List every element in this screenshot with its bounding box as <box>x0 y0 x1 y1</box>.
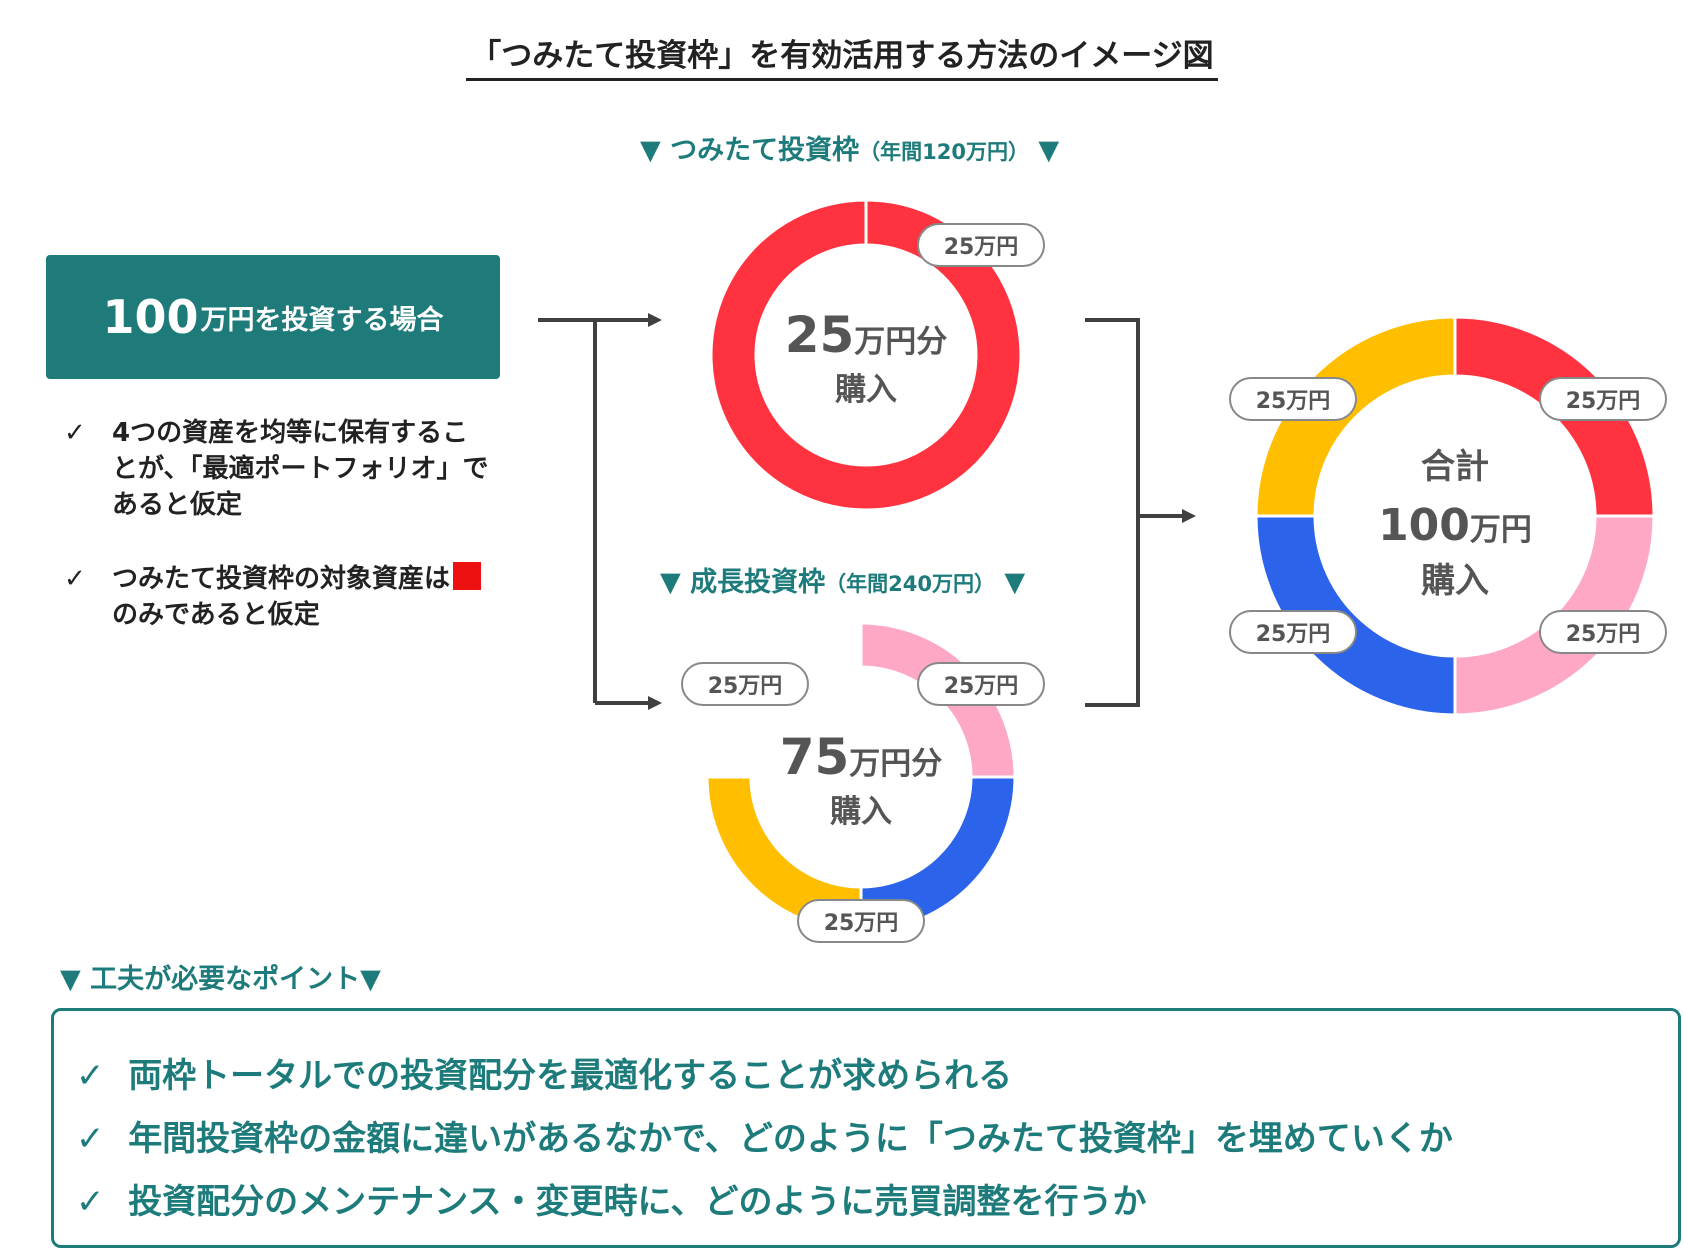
growth-segment-yellow <box>705 775 863 933</box>
arrowhead-icon <box>648 696 662 710</box>
assumption-text: つみたて投資枠の対象資産はのみであると仮定 <box>112 561 492 633</box>
check-icon: ✓ <box>76 1056 105 1096</box>
point-2: ✓ 年間投資枠の金額に違いがあるなかで、どのように「つみたて投資枠」を埋めていく… <box>76 1119 1453 1159</box>
check-icon: ✓ <box>64 564 86 594</box>
investment-amount: 100 <box>102 290 199 344</box>
growth-center-amount: 75万円分 <box>780 728 943 786</box>
total-center-amount: 100万円 <box>1378 500 1532 551</box>
svg-text:25万円: 25万円 <box>1256 622 1331 647</box>
svg-text:25万円: 25万円 <box>824 911 899 936</box>
donut-tsumitate <box>709 198 1023 512</box>
red-square-marker <box>453 562 482 590</box>
investment-label: 万円を投資する場合 <box>200 304 444 336</box>
donut-growth <box>705 621 1017 933</box>
points-header: ▼ 工夫が必要なポイント▼ <box>60 964 381 995</box>
check-icon: ✓ <box>64 418 86 448</box>
total-center-label: 購入 <box>1421 561 1489 601</box>
point-3: ✓ 投資配分のメンテナンス・変更時に、どのように売買調整を行うか <box>76 1182 1147 1222</box>
point-1: ✓ 両枠トータルでの投資配分を最適化することが求められる <box>76 1056 1013 1096</box>
pill-total-red: 25万円 <box>1539 377 1667 421</box>
svg-text:25万円: 25万円 <box>1566 622 1641 647</box>
connector-lines <box>538 318 1182 707</box>
merge-bracket <box>1085 318 1140 707</box>
tsumitate-center-amount: 25万円分 <box>785 306 948 364</box>
svg-text:25万円: 25万円 <box>1566 389 1641 414</box>
growth-header: ▼ 成長投資枠（年間240万円） ▼ <box>660 567 1026 598</box>
total-segment-yellow <box>1254 315 1457 518</box>
svg-text:25万円: 25万円 <box>708 674 783 699</box>
svg-text:25万円: 25万円 <box>944 235 1019 260</box>
arrowhead-icon <box>1182 509 1196 523</box>
growth-center-label: 購入 <box>830 794 892 830</box>
diagram-title: 「つみたて投資枠」を有効活用する方法のイメージ図 <box>0 30 1684 81</box>
tsumitate-segment-red <box>709 198 1023 512</box>
points-box: ✓ 両枠トータルでの投資配分を最適化することが求められる ✓ 年間投資枠の金額に… <box>51 1008 1681 1248</box>
total-center-top: 合計 <box>1421 447 1489 487</box>
assumption-2: ✓ つみたて投資枠の対象資産はのみであると仮定 <box>64 561 504 641</box>
pill-growth-blue: 25万円 <box>797 899 925 943</box>
pill-total-yellow: 25万円 <box>1229 377 1357 421</box>
pill-total-blue: 25万円 <box>1229 610 1357 654</box>
svg-text:25万円: 25万円 <box>944 674 1019 699</box>
assumption-1: ✓ 4つの資産を均等に保有することが、「最適ポートフォリオ」であると仮定 <box>64 415 504 525</box>
svg-text:25万円: 25万円 <box>1256 389 1331 414</box>
arrowhead-icon <box>648 313 662 327</box>
tsumitate-header: ▼ つみたて投資枠（年間120万円） ▼ <box>640 135 1060 166</box>
pill-growth-yellow: 25万円 <box>681 662 809 706</box>
flow-diagram: 25万円分 購入 75万円分 購入 合計 100万円 購入 25万円 25万円 … <box>538 198 1667 943</box>
check-icon: ✓ <box>76 1182 105 1222</box>
assumption-text: 4つの資産を均等に保有することが、「最適ポートフォリオ」であると仮定 <box>112 418 489 520</box>
pill-total-pink: 25万円 <box>1539 610 1667 654</box>
pill-growth-pink: 25万円 <box>917 662 1045 706</box>
check-icon: ✓ <box>76 1119 105 1159</box>
pill-tsumitate-red: 25万円 <box>917 223 1045 267</box>
tsumitate-center-label: 購入 <box>835 372 897 408</box>
